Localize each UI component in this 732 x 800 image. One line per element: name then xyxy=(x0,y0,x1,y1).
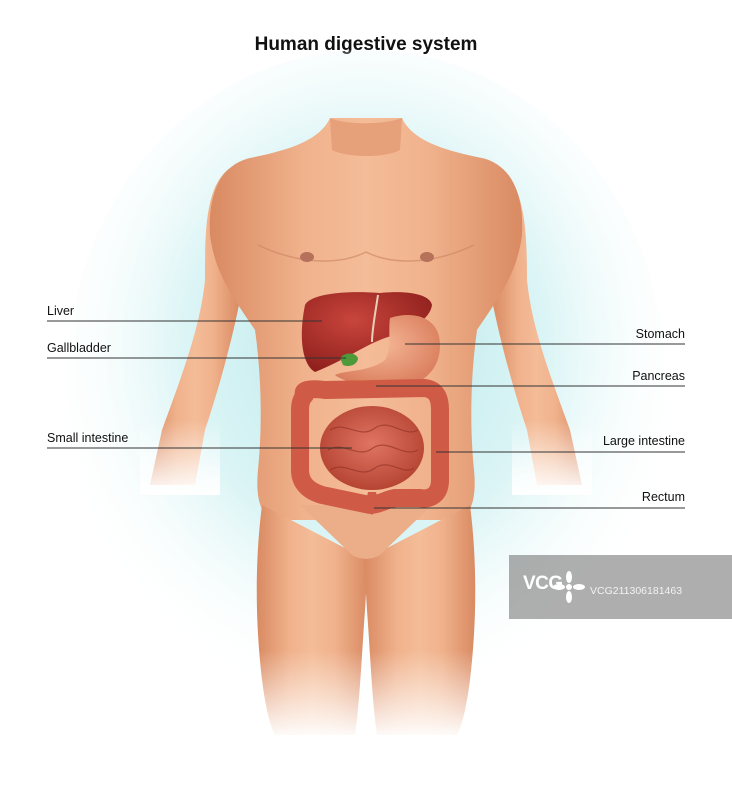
label-pancreas: Pancreas xyxy=(632,369,685,383)
neck xyxy=(330,118,402,156)
groin xyxy=(300,505,432,559)
small-intestine-shape xyxy=(320,406,424,490)
gallbladder-shape xyxy=(340,353,358,367)
watermark-id: VCG211306181463 xyxy=(590,585,683,597)
label-liver: Liver xyxy=(47,304,75,318)
large-intestine-shape xyxy=(291,379,449,514)
rectum-shape xyxy=(366,492,378,515)
label-large-intestine: Large intestine xyxy=(602,434,685,448)
right-nipple xyxy=(420,252,434,262)
page-title: Human digestive system xyxy=(254,34,478,55)
stomach-shape xyxy=(335,315,440,388)
label-small-intestine: Small intestine xyxy=(47,431,129,445)
liver-shape xyxy=(301,292,432,372)
left-nipple xyxy=(300,252,314,262)
label-stomach: Stomach xyxy=(635,327,685,341)
label-gallbladder: Gallbladder xyxy=(47,341,111,355)
watermark-logo: VCG xyxy=(523,573,563,594)
label-rectum: Rectum xyxy=(641,490,685,504)
watermark-flower-icon xyxy=(553,571,585,603)
watermark: VCG VCG211306181463 xyxy=(509,555,732,619)
